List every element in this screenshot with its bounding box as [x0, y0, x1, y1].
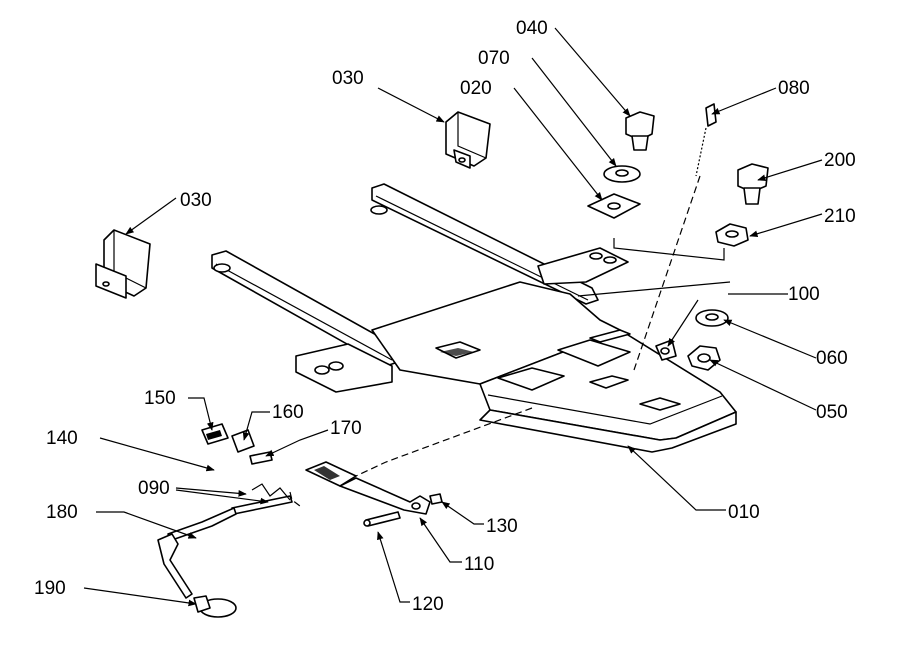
assembly-dashed-lines	[289, 175, 731, 507]
label-090: 090	[138, 478, 170, 499]
leader-lines	[83, 27, 823, 607]
label-080: 080	[778, 78, 810, 99]
pin-part-120	[363, 511, 401, 527]
label-170: 170	[330, 418, 362, 439]
bolt-part-200	[737, 163, 769, 205]
washer-part-070	[603, 165, 641, 183]
latch-part-150-160	[201, 423, 273, 465]
label-030-top: 030	[332, 68, 364, 89]
main-frame-part-010	[211, 183, 737, 453]
label-210: 210	[824, 206, 856, 227]
bumper-part-030-top	[445, 111, 491, 169]
spring-part-090	[251, 483, 291, 501]
label-130: 130	[486, 516, 518, 537]
label-180: 180	[46, 502, 78, 523]
rod-part-180	[157, 495, 293, 599]
label-200: 200	[824, 150, 856, 171]
cable-tie-part-080	[695, 103, 717, 177]
lever-part-110	[339, 477, 431, 515]
bolt-part-040	[625, 111, 655, 151]
plate-part-020	[587, 193, 641, 219]
label-050: 050	[816, 402, 848, 423]
label-070: 070	[478, 48, 510, 69]
label-010: 010	[728, 502, 760, 523]
label-120: 120	[412, 594, 444, 615]
label-020: 020	[460, 78, 492, 99]
part-labels: 040 070 020 030 030 080 200 210 100 060 …	[34, 18, 856, 615]
nut-part-210	[715, 223, 749, 247]
label-100: 100	[788, 284, 820, 305]
label-060: 060	[816, 348, 848, 369]
label-030-left: 030	[180, 190, 212, 211]
knob-part-190	[193, 595, 237, 618]
label-190: 190	[34, 578, 66, 599]
label-160: 160	[272, 402, 304, 423]
screw-part-130	[429, 493, 443, 505]
label-150: 150	[144, 388, 176, 409]
bumper-part-030-left	[95, 229, 151, 299]
label-110: 110	[464, 554, 494, 575]
nut-part-050	[687, 345, 721, 371]
label-140: 140	[46, 428, 78, 449]
label-040: 040	[516, 18, 548, 39]
washer-part-060	[695, 309, 729, 327]
